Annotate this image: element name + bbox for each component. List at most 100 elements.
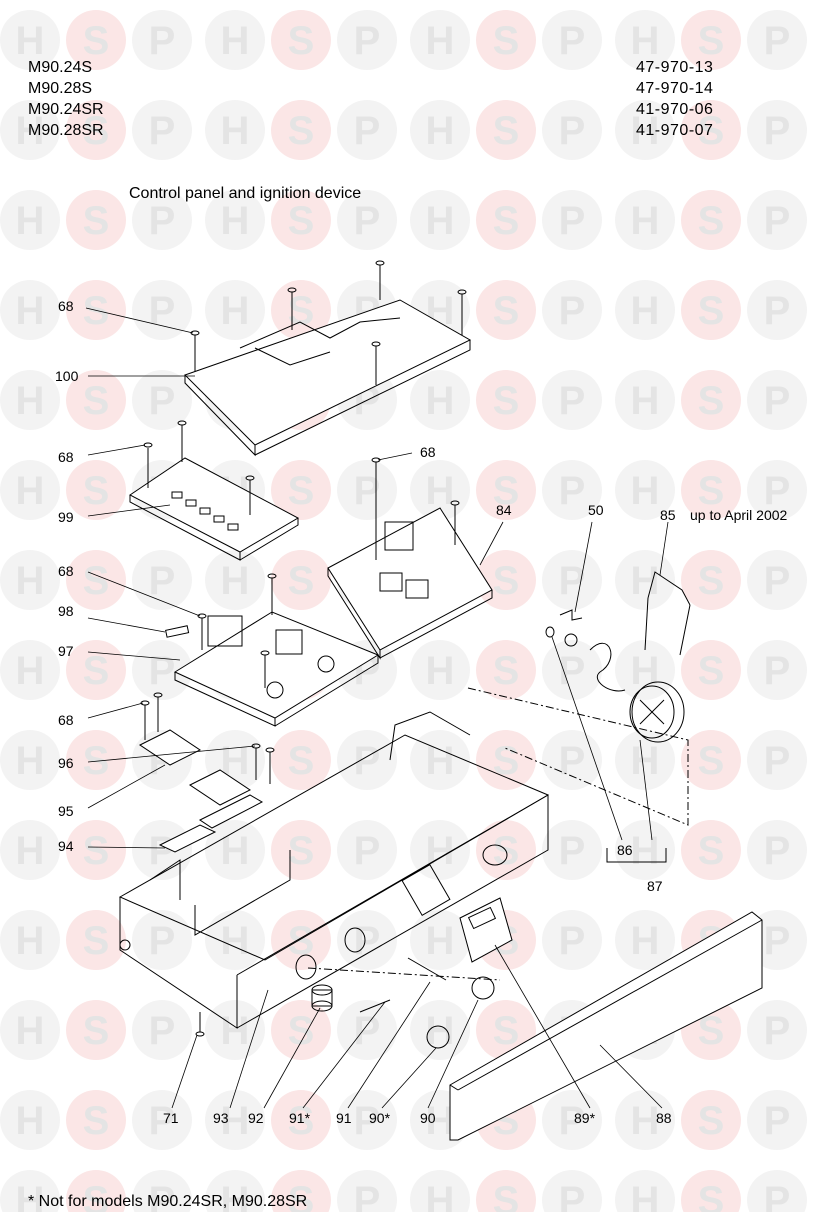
watermark-circle [542, 910, 602, 970]
watermark-circle [542, 1170, 602, 1212]
watermark-circle [205, 910, 265, 970]
watermark-circle [132, 280, 192, 340]
watermark-circle [747, 550, 807, 610]
watermark-circle [132, 1090, 192, 1150]
watermark-letter: H [631, 109, 660, 153]
watermark-letter: P [764, 469, 791, 513]
watermark-circle [747, 1170, 807, 1212]
watermark-letter: S [698, 289, 725, 333]
callout-85: 85 [660, 507, 676, 523]
watermark-circle [476, 100, 536, 160]
clips-50-85 [559, 571, 691, 656]
watermark-circle [271, 10, 331, 70]
watermark-circle [410, 640, 470, 700]
watermark-letter: P [354, 739, 381, 783]
callout-92: 92 [248, 1110, 264, 1126]
watermark-circle [337, 1170, 397, 1212]
watermark-circle [205, 1090, 265, 1150]
watermark-circle [615, 910, 675, 970]
cover-100 [184, 299, 472, 457]
diagram-title: Control panel and ignition device [129, 185, 362, 202]
watermark-letter: H [631, 19, 660, 63]
fuse-98 [165, 625, 190, 638]
gauge-87 [545, 626, 685, 743]
watermark-circle [410, 730, 470, 790]
model-name: M90.24S [28, 59, 93, 76]
part-code: 47-970-14 [636, 80, 714, 97]
watermark-circle [132, 190, 192, 250]
watermark-circle [337, 820, 397, 880]
watermark-letter: S [493, 199, 520, 243]
watermark-circle [66, 100, 126, 160]
callout-97: 97 [58, 643, 74, 659]
callout-91: 91 [336, 1110, 352, 1126]
callout-68: 68 [58, 563, 74, 579]
watermark-circle [542, 550, 602, 610]
watermark-letter: S [698, 559, 725, 603]
watermark-circle [205, 550, 265, 610]
watermark-circle [476, 10, 536, 70]
watermark-letter: S [288, 469, 315, 513]
watermark-letter: S [83, 829, 110, 873]
watermark-circle [747, 730, 807, 790]
watermark-letter: S [493, 469, 520, 513]
watermark-letter: S [83, 289, 110, 333]
watermark-letter: S [288, 199, 315, 243]
watermark-circle [132, 100, 192, 160]
watermark-circle [747, 1090, 807, 1150]
watermark-letter: P [764, 1179, 791, 1212]
watermark-circle [132, 370, 192, 430]
watermark-letter: P [764, 1099, 791, 1143]
watermark-letter: P [764, 1009, 791, 1053]
watermark-letter: P [149, 19, 176, 63]
watermark-letter: P [764, 289, 791, 333]
bracket-87 [606, 848, 667, 863]
callout-94: 94 [58, 838, 74, 854]
pcb-84 [327, 457, 493, 660]
watermark-letter: P [764, 919, 791, 963]
callout-88: 88 [656, 1110, 672, 1126]
watermark-letter: H [16, 109, 45, 153]
watermark-letter: H [631, 919, 660, 963]
watermark-letter: H [426, 199, 455, 243]
watermark-letter: S [698, 19, 725, 63]
watermark-letter: H [16, 559, 45, 603]
watermark-circle [747, 280, 807, 340]
watermark-circle [476, 190, 536, 250]
watermark-letter: P [149, 1009, 176, 1053]
watermark-circle [66, 730, 126, 790]
watermark-circle [410, 1000, 470, 1060]
watermark-circle [410, 100, 470, 160]
callout-84: 84 [496, 502, 512, 518]
watermark-circle [0, 100, 60, 160]
watermark-letter: S [698, 649, 725, 693]
watermark-circle [747, 820, 807, 880]
terminal-blocks [139, 692, 275, 853]
watermark-letter: H [426, 919, 455, 963]
timer-89 [459, 897, 513, 963]
watermark-letter: P [149, 109, 176, 153]
callout-68: 68 [58, 298, 74, 314]
watermark-letter: S [288, 829, 315, 873]
watermark-letter: H [221, 289, 250, 333]
watermark-letter: H [16, 19, 45, 63]
callout-68: 68 [58, 449, 74, 465]
watermark-circle [681, 1090, 741, 1150]
watermark-letter: S [83, 379, 110, 423]
watermark-letter: S [698, 469, 725, 513]
watermark-letter: P [354, 919, 381, 963]
watermark-letter: S [288, 1179, 315, 1212]
watermark-circle [205, 1170, 265, 1212]
watermark-letter: P [354, 829, 381, 873]
watermark-letter: H [16, 469, 45, 513]
watermark-circle [271, 190, 331, 250]
watermark-letter: S [493, 379, 520, 423]
watermark-circle [747, 460, 807, 520]
watermark-circle [747, 10, 807, 70]
watermark-circle [0, 190, 60, 250]
watermark-circle [542, 1090, 602, 1150]
footnote: * Not for models M90.24SR, M90.28SR [28, 1193, 308, 1210]
watermark-letter: H [16, 649, 45, 693]
watermark-letter: S [493, 649, 520, 693]
